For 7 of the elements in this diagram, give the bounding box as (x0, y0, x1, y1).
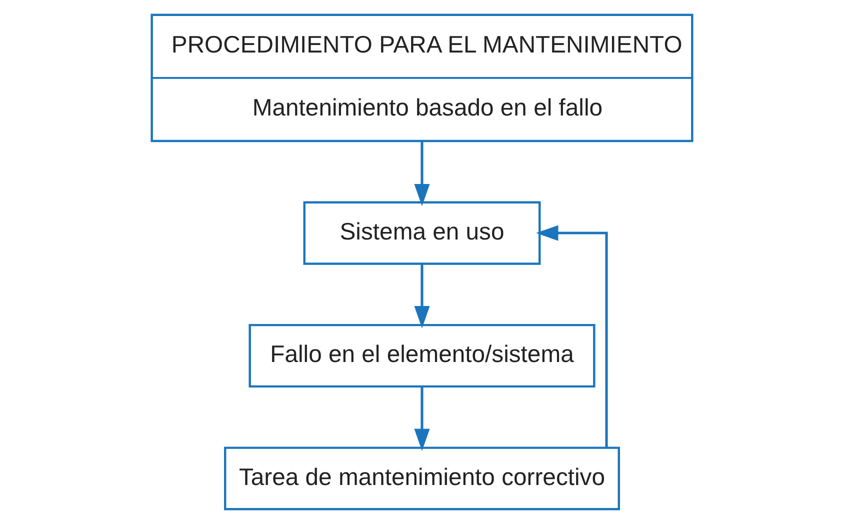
arrow (414, 386, 430, 451)
arrow (414, 141, 430, 206)
node-box: Tarea de mantenimiento correctivo (224, 446, 620, 510)
node-box: Sistema en uso (303, 201, 541, 265)
node-box: Fallo en el elemento/sistema (248, 324, 596, 388)
arrow (536, 225, 608, 448)
arrow (414, 264, 430, 328)
